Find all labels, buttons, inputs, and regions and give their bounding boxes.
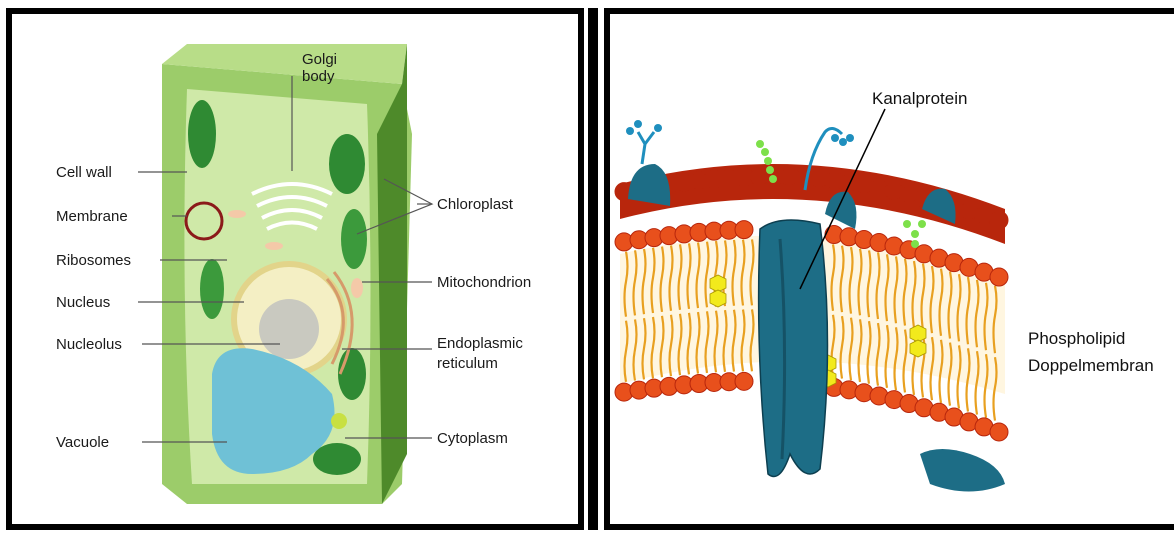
cytoplasm-granule xyxy=(331,413,347,429)
label-nucleus: Nucleus xyxy=(56,294,110,311)
plant-cell-diagram: Golgi body Cell wall Membrane Ribosomes … xyxy=(12,14,578,524)
lipid-head xyxy=(735,372,753,390)
chloroplast-5 xyxy=(338,348,366,400)
nucleolus-shape xyxy=(259,299,319,359)
chloroplast-3 xyxy=(341,209,367,269)
label-nucleolus: Nucleolus xyxy=(56,336,122,353)
lipid-head xyxy=(990,268,1008,286)
lipid-head xyxy=(735,221,753,239)
label-er-1: Endoplasmic xyxy=(437,335,523,352)
phospholipid-bilayer-diagram: Kanalprotein Phospholipid Doppelmembran xyxy=(610,14,1174,524)
lipid-head xyxy=(990,423,1008,441)
label-mitochondrion: Mitochondrion xyxy=(437,274,531,291)
label-doppelmembran: Doppelmembran xyxy=(1028,356,1154,375)
chloroplast-2 xyxy=(329,134,365,194)
membrane-panel: Kanalprotein Phospholipid Doppelmembran xyxy=(604,8,1174,530)
label-vacuole: Vacuole xyxy=(56,434,109,451)
plant-cell-panel: Golgi body Cell wall Membrane Ribosomes … xyxy=(6,8,584,530)
bottom-protein xyxy=(920,449,1005,492)
label-membrane: Membrane xyxy=(56,208,128,225)
label-cell-wall: Cell wall xyxy=(56,164,112,181)
label-golgi-2: body xyxy=(302,68,335,85)
label-ribosomes: Ribosomes xyxy=(56,252,131,269)
chloroplast-6 xyxy=(313,443,361,475)
panel-divider xyxy=(588,8,598,530)
mitochondrion-2 xyxy=(265,242,283,250)
channel-protein-shape xyxy=(759,220,828,477)
label-cytoplasm: Cytoplasm xyxy=(437,430,508,447)
mitochondrion-3 xyxy=(351,278,363,298)
label-golgi-1: Golgi xyxy=(302,51,337,68)
label-chloroplast: Chloroplast xyxy=(437,196,514,213)
label-phospholipid: Phospholipid xyxy=(1028,329,1125,348)
chloroplast-4 xyxy=(200,259,224,319)
chloroplast-1 xyxy=(188,100,216,168)
mitochondrion-1 xyxy=(228,210,246,218)
peripheral-protein-1 xyxy=(628,164,670,206)
lipid-head xyxy=(990,211,1008,229)
label-kanalprotein: Kanalprotein xyxy=(872,89,967,108)
label-er-2: reticulum xyxy=(437,355,498,372)
